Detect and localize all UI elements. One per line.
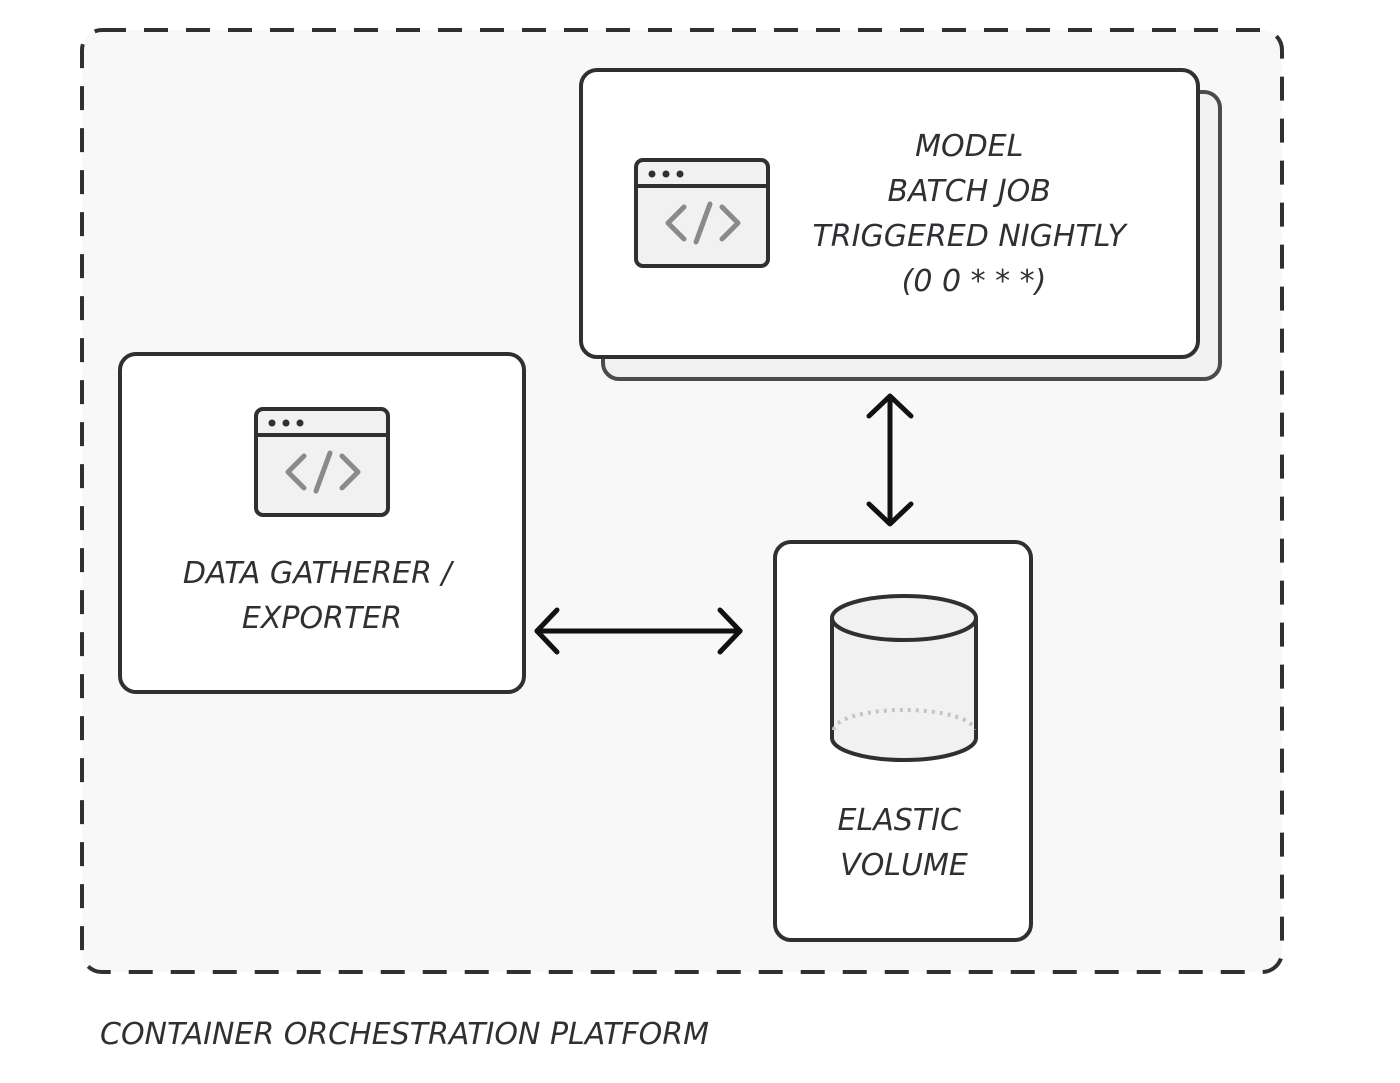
database-cylinder-icon bbox=[830, 594, 978, 762]
model-batch-job-line-1: MODEL bbox=[915, 129, 1023, 164]
data-gatherer-card bbox=[118, 352, 526, 694]
data-gatherer-line-2: EXPORTER bbox=[242, 601, 402, 636]
elastic-volume-node[interactable]: ELASTIC VOLUME bbox=[773, 540, 1033, 942]
model-batch-job-card bbox=[579, 68, 1200, 359]
model-batch-job-label: MODEL BATCH JOB TRIGGERED NIGHTLY (0 0 *… bbox=[812, 129, 1135, 299]
arrow-gatherer-to-volume bbox=[534, 607, 743, 655]
code-window-icon bbox=[634, 158, 770, 268]
model-batch-job-line-2: BATCH JOB bbox=[888, 174, 1051, 209]
model-batch-job-line-4: (0 0 * * *) bbox=[902, 264, 1047, 299]
platform-label: CONTAINER ORCHESTRATION PLATFORM bbox=[100, 1017, 709, 1052]
elastic-volume-line-1: ELASTIC bbox=[838, 803, 961, 838]
code-window-icon bbox=[254, 407, 390, 517]
model-batch-job-node[interactable]: MODEL BATCH JOB TRIGGERED NIGHTLY (0 0 *… bbox=[579, 68, 1200, 359]
model-batch-job-line-3: TRIGGERED NIGHTLY bbox=[812, 219, 1128, 254]
data-gatherer-line-1: DATA GATHERER / bbox=[183, 556, 455, 591]
arrow-model-to-volume bbox=[866, 393, 914, 527]
data-gatherer-node[interactable]: DATA GATHERER / EXPORTER bbox=[118, 352, 526, 694]
elastic-volume-line-2: VOLUME bbox=[840, 848, 968, 883]
data-gatherer-label: DATA GATHERER / EXPORTER bbox=[183, 556, 461, 636]
elastic-volume-label: ELASTIC VOLUME bbox=[838, 803, 971, 883]
